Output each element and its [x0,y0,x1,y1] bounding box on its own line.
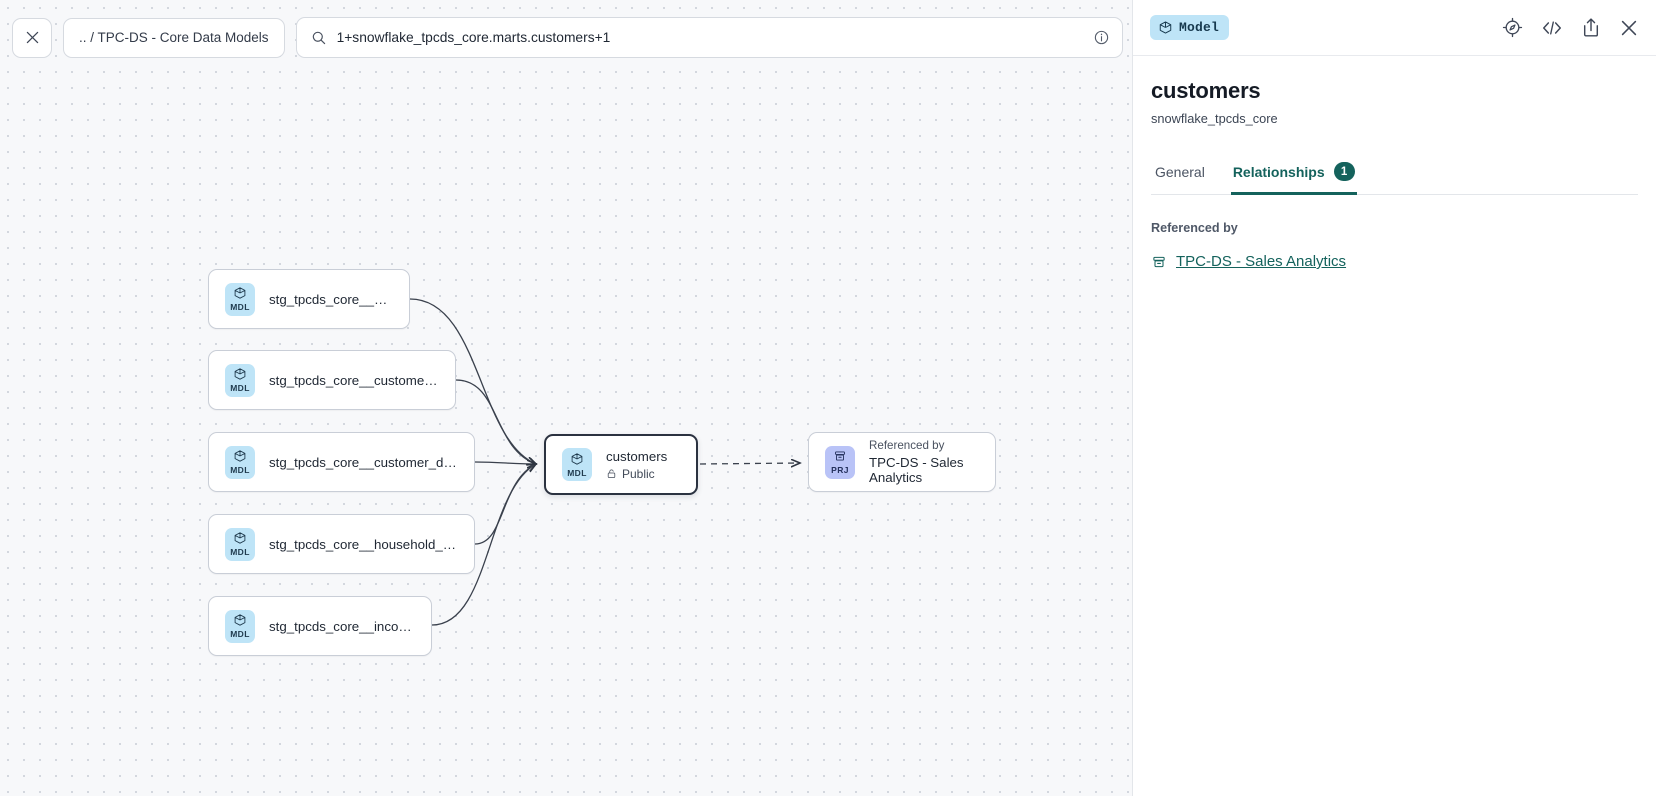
node-kicker: Referenced by [869,439,945,452]
archive-icon [833,449,847,465]
lock-icon [606,468,617,479]
node-label: stg_tpcds_core__income_band [269,618,415,634]
cube-icon [233,613,247,629]
node-label: TPC-DS - Sales Analytics [869,455,964,485]
tab-general-label: General [1155,163,1205,180]
breadcrumb[interactable]: .. / TPC-DS - Core Data Models [63,17,285,58]
code-icon[interactable] [1541,19,1563,37]
lineage-node-project[interactable]: PRJ Referenced by TPC-DS - Sales Analyti… [808,432,996,492]
lineage-search[interactable] [295,17,1123,58]
model-badge-label: MDL [567,467,587,478]
info-icon[interactable] [1093,29,1110,46]
cube-icon [570,452,584,468]
cube-icon [233,367,247,383]
panel-header: Model [1133,0,1656,56]
project-icon [1151,254,1167,270]
page-title: customers [1151,78,1261,103]
panel-tabs: General Relationships 1 [1151,154,1638,195]
model-badge-label: MDL [230,547,250,557]
node-text: Referenced by TPC-DS - Sales Analytics [869,439,979,485]
model-badge-label: MDL [230,629,250,639]
canvas-toolbar: .. / TPC-DS - Core Data Models [12,17,1132,58]
model-badge: MDL [225,363,255,397]
model-badge: MDL [562,448,592,481]
relationships-section: Referenced by TPC-DS - Sales Analytics [1133,195,1656,270]
node-label: stg_tpcds_core__customer [269,291,393,307]
cube-icon [233,286,247,302]
model-badge-label: MDL [230,302,250,312]
tab-relationships-label: Relationships [1232,163,1325,180]
lineage-node[interactable]: MDL stg_tpcds_core__income_band [208,596,432,656]
tab-relationships[interactable]: Relationships 1 [1230,154,1357,195]
node-label: stg_tpcds_core__customer_address [269,372,439,388]
model-badge-label: MDL [230,465,250,475]
lineage-node[interactable]: MDL stg_tpcds_core__customer_address [208,350,456,410]
list-item[interactable]: TPC-DS - Sales Analytics [1151,253,1638,270]
node-text: stg_tpcds_core__household_demogr… [269,537,458,552]
node-access: Public [606,467,667,481]
node-text: customers Public [606,449,667,481]
node-label: stg_tpcds_core__customer_demogra… [269,454,458,470]
lineage-node[interactable]: MDL stg_tpcds_core__customer [208,269,410,329]
reference-link[interactable]: TPC-DS - Sales Analytics [1176,253,1347,270]
project-badge-label: PRJ [831,465,849,475]
details-panel: Model [1132,0,1656,796]
breadcrumb-label: .. / TPC-DS - Core Data Models [79,30,269,45]
close-lineage-button[interactable] [12,17,52,58]
lineage-canvas[interactable]: .. / TPC-DS - Core Data Models [0,0,1132,796]
node-text: stg_tpcds_core__customer_demogra… [269,455,458,470]
lineage-node[interactable]: MDL stg_tpcds_core__household_demogr… [208,514,475,574]
panel-body: customers snowflake_tpcds_core General R… [1133,56,1656,195]
entity-type-label: Model [1179,20,1220,35]
model-badge-label: MDL [230,383,250,393]
node-text: stg_tpcds_core__income_band [269,619,415,634]
cube-icon [233,531,247,547]
cube-icon [1158,20,1173,35]
compass-icon[interactable] [1502,17,1523,38]
node-label: customers [606,448,668,464]
project-badge: PRJ [825,445,855,479]
node-access-label: Public [622,466,655,481]
lineage-node-selected[interactable]: MDL customers Public [544,434,698,495]
page-subtitle: snowflake_tpcds_core [1151,111,1278,126]
model-badge: MDL [225,445,255,479]
node-text: stg_tpcds_core__customer_address [269,373,439,388]
search-icon [311,30,327,46]
share-icon[interactable] [1581,17,1601,38]
model-badge: MDL [225,527,255,561]
search-input[interactable] [336,30,1083,45]
model-badge: MDL [225,282,255,316]
node-text: stg_tpcds_core__customer [269,292,393,307]
tab-relationships-count: 1 [1333,162,1355,181]
close-icon[interactable] [1619,18,1639,38]
lineage-edges [409,298,1132,626]
tab-general[interactable]: General [1153,154,1207,195]
node-label: stg_tpcds_core__household_demogr… [269,536,458,552]
panel-header-actions [1502,17,1639,38]
lineage-node[interactable]: MDL stg_tpcds_core__customer_demogra… [208,432,475,492]
entity-type-chip: Model [1150,15,1230,40]
model-badge: MDL [225,609,255,643]
close-icon [24,29,41,46]
cube-icon [233,449,247,465]
section-label: Referenced by [1151,221,1238,235]
